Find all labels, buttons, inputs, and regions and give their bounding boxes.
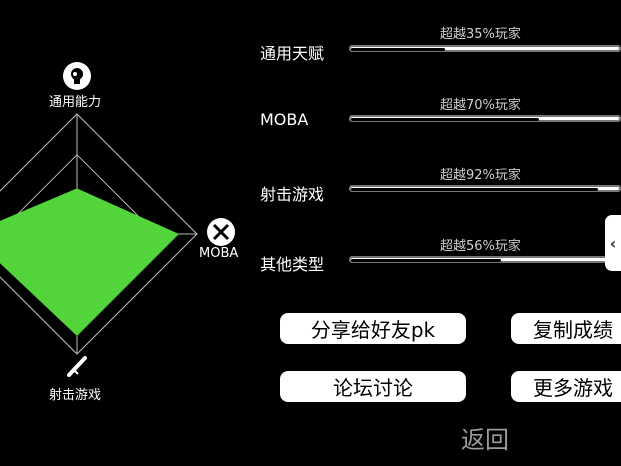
stat-bar-moba: [349, 115, 621, 122]
crossed-swords-icon: [207, 218, 235, 246]
stat-bar-fill-general: [351, 48, 445, 51]
stat-label-general: 通用天赋: [260, 44, 325, 63]
copy-result-button[interactable]: 复制成绩: [511, 313, 621, 344]
rifle-icon: [66, 355, 88, 377]
stat-percent-moba: 超越70%玩家: [440, 98, 521, 113]
forum-discussion-button[interactable]: 论坛讨论: [280, 371, 466, 402]
stat-percent-general: 超越35%玩家: [440, 27, 521, 42]
stat-bar-shooter: [349, 185, 621, 192]
stat-bar-fill-shooter: [351, 188, 598, 191]
more-games-button[interactable]: 更多游戏: [511, 371, 621, 402]
stat-bar-general: [349, 45, 621, 52]
side-collapse-tab[interactable]: ‹: [605, 215, 621, 271]
stat-bar-fill-other: [351, 259, 501, 262]
stat-bar-fill-moba: [351, 118, 539, 121]
stat-label-shooter: 射击游戏: [260, 185, 325, 204]
chevron-left-icon: ‹: [609, 233, 617, 253]
stat-percent-other: 超越56%玩家: [440, 239, 521, 254]
stat-percent-shooter: 超越92%玩家: [440, 168, 521, 183]
axis-label-shooter: 射击游戏: [49, 388, 102, 403]
axis-label-general: 通用能力: [49, 95, 102, 110]
axis-label-moba: MOBA: [199, 246, 239, 261]
stat-label-moba: MOBA: [260, 110, 309, 129]
radar-chart: [0, 113, 198, 355]
radar-value-shape: [0, 188, 179, 336]
share-pk-button[interactable]: 分享给好友pk: [280, 313, 466, 344]
stat-label-other: 其他类型: [260, 255, 325, 274]
back-button[interactable]: 返回: [461, 426, 509, 454]
head-gear-icon: [63, 62, 91, 90]
stat-bar-other: [349, 256, 621, 263]
